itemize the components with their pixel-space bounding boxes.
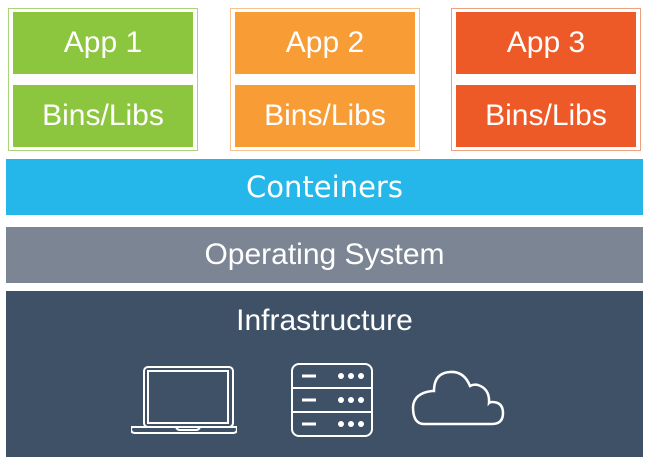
containers-layer: Conteiners [6,159,643,215]
cloud-icon [411,370,505,426]
operating-system-layer: Operating System [6,227,643,283]
app-2-column: App 2 Bins/Libs [230,8,420,151]
app-3-libs-box: Bins/Libs [456,85,636,147]
containers-label: Conteiners [246,170,403,204]
os-label: Operating System [204,238,445,271]
infrastructure-label: Infrastructure [236,304,413,337]
app-1-box: App 1 [13,12,193,74]
server-icon [291,363,373,437]
laptop-icon [131,366,237,434]
app-1-column: App 1 Bins/Libs [8,8,198,151]
app-3-box: App 3 [456,12,636,74]
app-2-libs-box: Bins/Libs [235,85,415,147]
app-3-column: App 3 Bins/Libs [451,8,641,151]
app-2-box: App 2 [235,12,415,74]
app-1-libs-box: Bins/Libs [13,85,193,147]
infrastructure-layer: Infrastructure [6,291,643,457]
